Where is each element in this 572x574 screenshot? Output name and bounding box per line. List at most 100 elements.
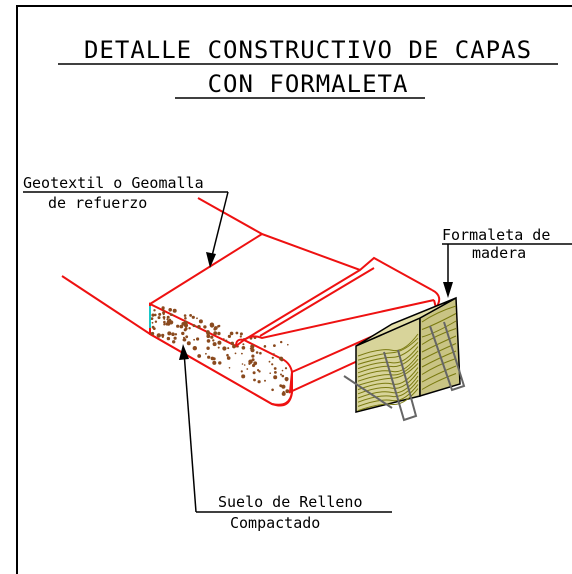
soil-speckle: [230, 341, 234, 345]
wood-grain-line: [357, 342, 419, 365]
label-formaleta-line-1: Formaleta de: [442, 226, 550, 244]
soil-speckle: [241, 363, 244, 365]
soil-speckle: [273, 375, 278, 380]
soil-speckle: [154, 313, 157, 317]
soil-speckle: [198, 319, 203, 324]
leader-suelo-arrowhead: [179, 344, 189, 360]
soil-speckle: [163, 322, 166, 325]
soil-speckle: [271, 363, 274, 366]
soil-speckle: [184, 317, 187, 320]
wood-grain-line: [421, 373, 457, 390]
anchor-rods: [343, 321, 466, 422]
soil-speckle: [284, 367, 288, 370]
soil-fill-face: [149, 302, 293, 406]
soil-speckle: [203, 325, 207, 329]
wood-grain: [357, 305, 457, 412]
sheet-border: [16, 5, 572, 574]
soil-speckle: [212, 342, 217, 347]
soil-speckle: [183, 323, 189, 328]
soil-speckle: [264, 379, 266, 382]
soil-speckle: [206, 346, 210, 350]
soil-speckle: [253, 378, 256, 382]
soil-speckles: [150, 306, 290, 396]
soil-speckle: [217, 325, 220, 328]
soil-speckle: [168, 308, 172, 312]
geotextile-upper-strip: [197, 197, 263, 235]
soil-speckle: [287, 343, 289, 346]
soil-speckle: [269, 372, 272, 375]
soil-speckle: [176, 324, 180, 328]
soil-speckle: [281, 391, 286, 396]
soil-speckle: [246, 368, 249, 370]
soil-speckle: [226, 353, 229, 357]
wood-grain-line: [357, 350, 419, 374]
wood-grain-line: [357, 367, 419, 391]
soil-speckle: [280, 340, 283, 344]
soil-speckle: [213, 327, 217, 331]
soil-speckle: [168, 318, 172, 322]
soil-speckle: [184, 327, 188, 331]
soil-speckle: [209, 322, 215, 327]
soil-speckle: [222, 346, 227, 351]
soil-speckle: [197, 354, 202, 358]
wood-grain-line: [421, 320, 457, 338]
soil-speckle: [250, 348, 255, 353]
soil-speckle: [205, 352, 207, 355]
soil-speckle: [225, 339, 228, 342]
soil-speckle: [229, 331, 234, 336]
soil-speckle: [285, 379, 288, 382]
soil-speckle: [206, 339, 211, 343]
title-line-2: CON FORMALETA: [208, 70, 409, 98]
soil-speckle: [234, 352, 237, 355]
soil-speckle: [158, 312, 162, 316]
soil-speckle: [188, 327, 191, 330]
soil-speckle: [191, 315, 195, 319]
soil-speckle: [251, 354, 255, 358]
soil-speckle: [234, 345, 236, 347]
leader-geotextil: [209, 191, 229, 265]
wood-grain-line: [421, 343, 457, 360]
soil-speckle: [279, 356, 284, 361]
title-block: DETALLE CONSTRUCTIVO DE CAPAS CON FORMAL…: [58, 36, 558, 99]
wood-grain-line: [357, 379, 419, 403]
soil-speckle: [274, 371, 277, 374]
soil-speckle: [170, 313, 173, 317]
soil-speckle: [241, 352, 243, 355]
soil-speckle: [213, 331, 218, 336]
wood-grain-line: [421, 358, 457, 375]
soil-speckle: [273, 367, 277, 370]
soil-speckle: [157, 316, 161, 320]
soil-speckle: [280, 373, 282, 376]
soil-speckle: [185, 335, 189, 339]
wood-grain-line: [357, 346, 419, 370]
wood-grain-line: [357, 337, 419, 361]
soil-speckle: [227, 334, 231, 338]
soil-speckle: [166, 336, 171, 341]
soil-speckle: [240, 370, 243, 373]
soil-speckle: [239, 332, 243, 336]
soil-speckle: [150, 331, 155, 336]
label-suelo: Suelo de Relleno Compactado: [179, 344, 392, 532]
soil-speckle: [181, 331, 185, 336]
label-geotextil-line-2: de refuerzo: [48, 194, 147, 212]
soil-speckle: [206, 331, 211, 336]
soil-speckle: [173, 336, 177, 340]
soil-speckle: [250, 344, 255, 349]
wood-grain-line: [357, 358, 419, 382]
soil-speckle: [192, 324, 196, 328]
soil-speckle: [248, 359, 253, 364]
wood-grain-line: [421, 305, 457, 323]
soil-speckle: [218, 361, 222, 365]
soil-speckle: [163, 318, 166, 320]
soil-speckle: [162, 308, 165, 311]
label-geotextil: Geotextil o Geomalla de refuerzo: [23, 174, 229, 268]
soil-speckle: [271, 356, 274, 359]
label-formaleta: Formaleta de madera: [442, 226, 572, 298]
soil-speckle: [285, 389, 290, 394]
soil-speckle: [154, 320, 158, 323]
soil-speckle: [217, 331, 221, 336]
soil-speckle: [259, 351, 262, 355]
soil-speckle: [212, 339, 215, 342]
label-suelo-line-1: Suelo de Relleno: [218, 493, 363, 511]
